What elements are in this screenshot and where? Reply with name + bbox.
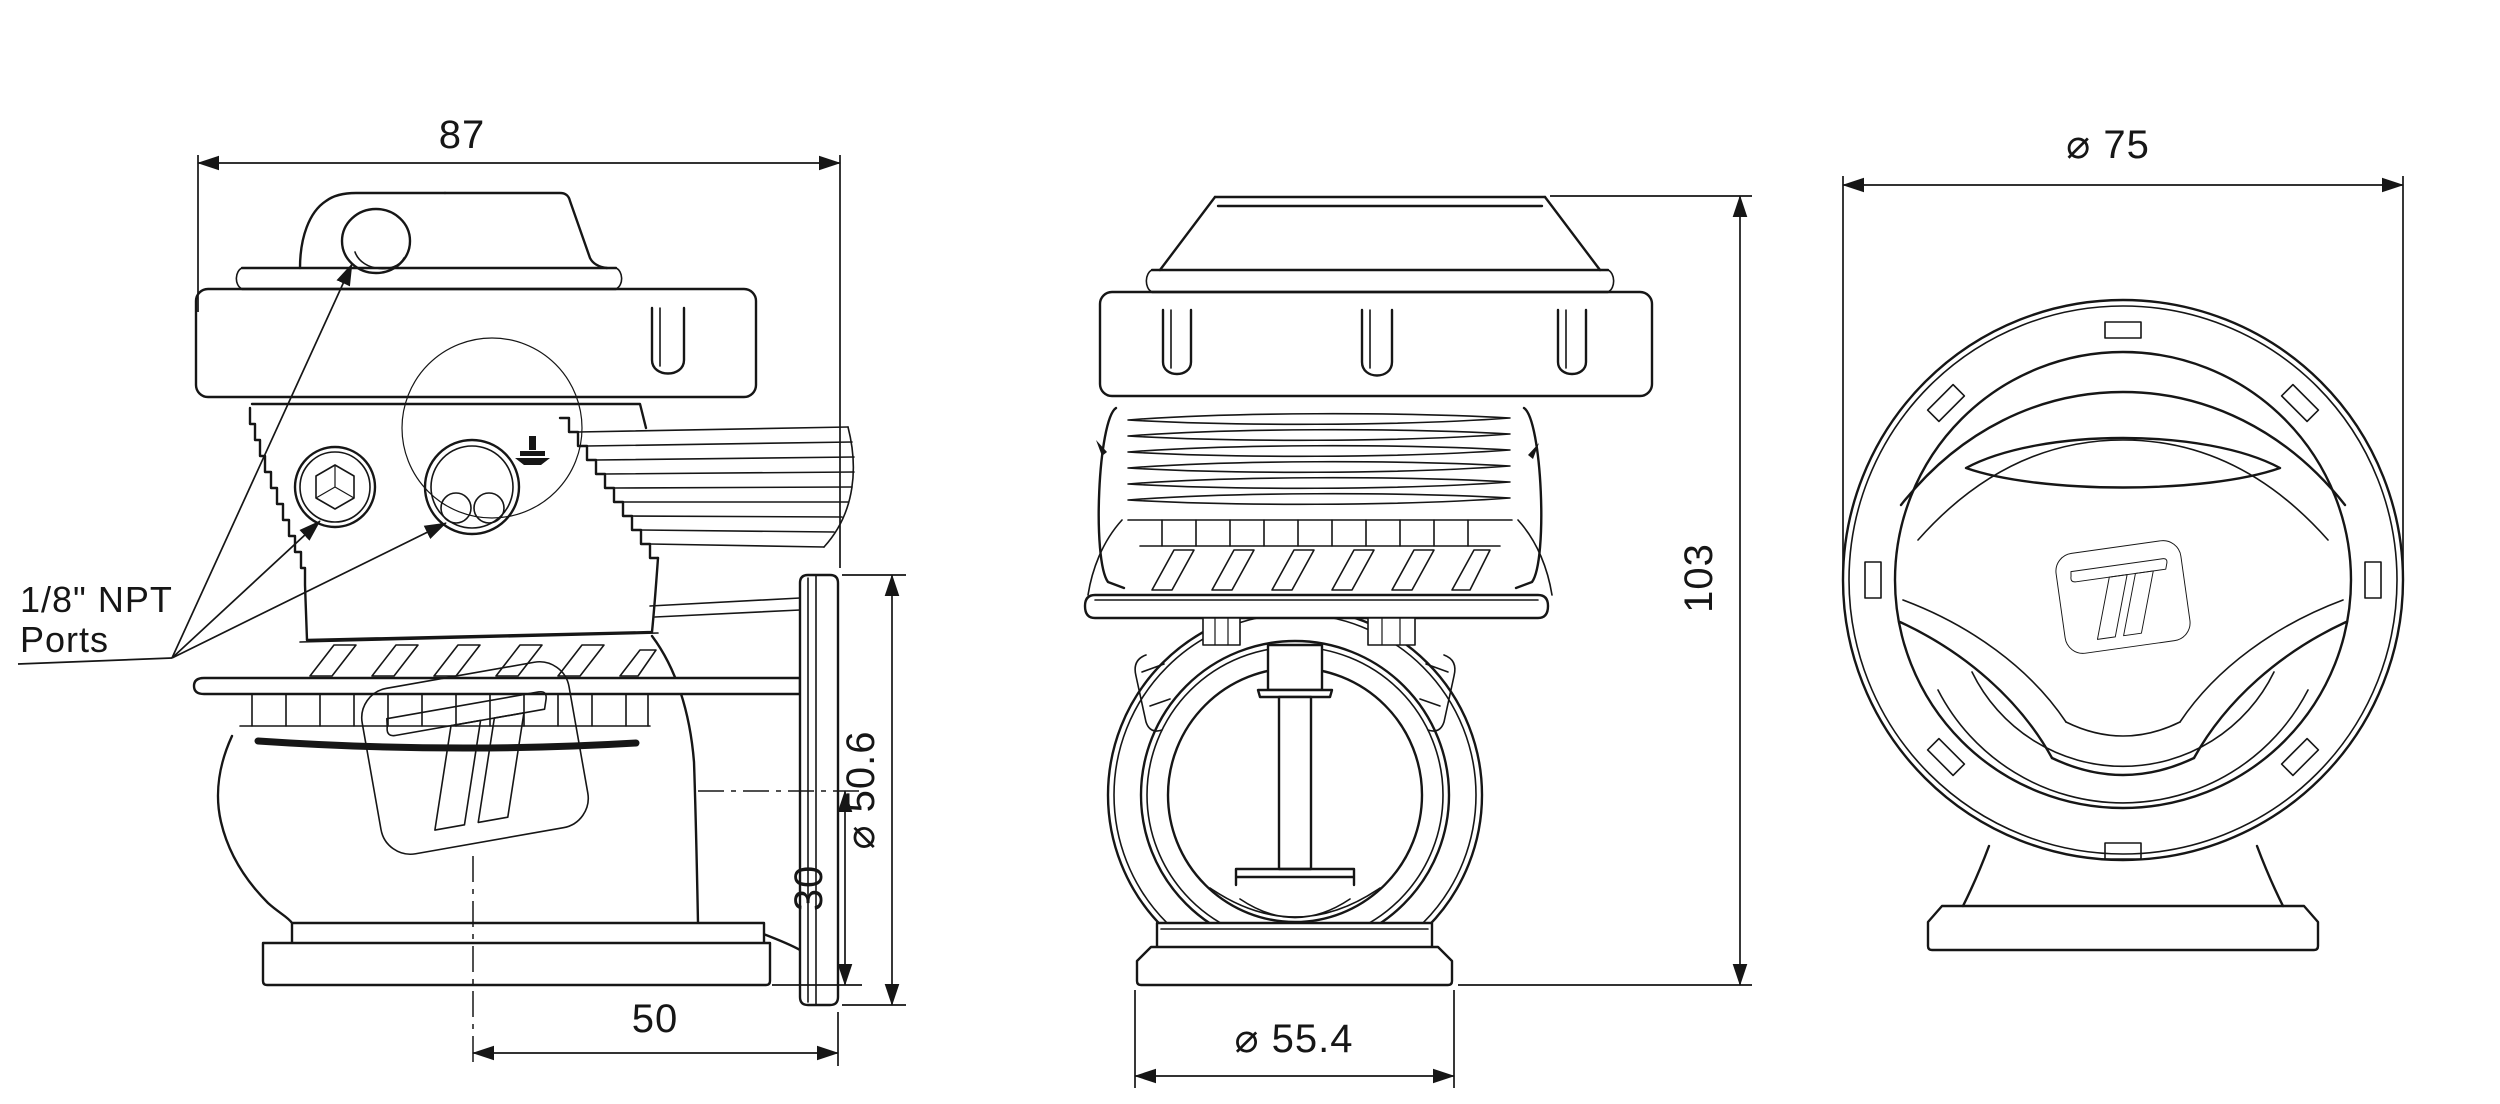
top-base [1926, 844, 2320, 952]
side-fins [577, 426, 855, 548]
cast-mark-icon [515, 436, 550, 465]
front-base-flange [1135, 921, 1454, 987]
cap-spokes [1898, 390, 2348, 804]
left-fin-steps [248, 406, 309, 642]
mounting-lug [298, 191, 447, 275]
leader-to-lug-port [171, 263, 353, 659]
label-line1: 1/8" NPT [20, 579, 173, 620]
turbosmart-logo-top [2053, 537, 2193, 657]
dim-75-text: ⌀ 75 [2066, 123, 2150, 167]
dim-87-text: 87 [439, 113, 486, 157]
dimension-87: 87 [197, 113, 841, 568]
label-line2: Ports [20, 619, 109, 660]
seal-ring [254, 737, 640, 752]
dim-30-text: 30 [787, 865, 831, 912]
dim-55-4-text: ⌀ 55.4 [1234, 1017, 1353, 1061]
front-view: ⌀ 55.4 103 [1083, 195, 1752, 1088]
right-fin-steps [558, 416, 660, 560]
top-view: ⌀ 75 [1841, 123, 2405, 952]
dimension-50-6: ⌀ 50.6 [698, 574, 906, 1006]
dim-50-text: 50 [632, 997, 679, 1041]
npt-port [423, 438, 521, 536]
front-collar [1098, 290, 1654, 398]
leader-to-npt-port [171, 522, 447, 659]
leader-to-hex-port [171, 520, 321, 659]
actuator-cap [235, 191, 623, 291]
valve-stem [1209, 643, 1381, 919]
npt-ports-label: 1/8" NPT Ports [17, 263, 447, 665]
detail-circle [401, 337, 583, 519]
flange-plate [192, 676, 802, 696]
front-flange-plate [1083, 593, 1550, 646]
dimension-103: 103 [1458, 195, 1752, 986]
serration-teeth [299, 632, 659, 677]
base-flange [261, 921, 772, 987]
rim-tabs [1864, 321, 2382, 860]
side-view: 1/8" NPT Ports 87 ⌀ 50.6 30 [17, 113, 906, 1066]
dimension-55-4: ⌀ 55.4 [1134, 990, 1455, 1088]
hex-port [293, 445, 377, 529]
upper-lens [1964, 436, 2282, 489]
body-outline [216, 597, 802, 952]
front-cap [1098, 195, 1654, 398]
dimension-50: 50 [472, 856, 839, 1066]
band-clamp-clips [1134, 654, 1456, 732]
dimension-30: 30 [772, 790, 862, 986]
cap-collar [194, 287, 758, 399]
dim-103-text: 103 [1677, 543, 1721, 613]
dimension-75: ⌀ 75 [1842, 123, 2404, 588]
v-band-flange [798, 573, 840, 1007]
front-serrations [1087, 519, 1553, 596]
cooling-fins [1096, 406, 1543, 590]
castellated-band [231, 693, 656, 752]
port-face [248, 402, 660, 642]
